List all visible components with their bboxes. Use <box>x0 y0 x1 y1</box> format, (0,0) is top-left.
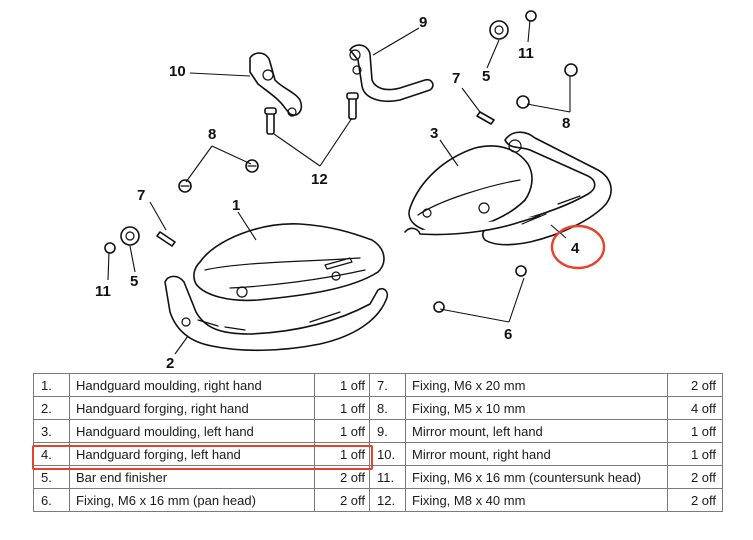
callout-8-right: 8 <box>562 115 570 132</box>
callout-10: 10 <box>169 63 186 80</box>
part-description: Mirror mount, right hand <box>405 442 668 466</box>
part-description: Fixing, M8 x 40 mm <box>405 488 668 512</box>
exploded-parts-diagram: 1 2 3 4 5 5 6 7 7 8 8 9 10 11 11 12 <box>95 10 612 372</box>
part-number: 8. <box>369 396 406 420</box>
mirror-mount-right <box>249 52 303 117</box>
part-quantity: 1 off <box>314 419 370 443</box>
part-quantity: 2 off <box>667 488 723 512</box>
part-quantity: 1 off <box>667 442 723 466</box>
part-description: Fixing, M6 x 16 mm (pan head) <box>69 488 315 512</box>
callout-11-left: 11 <box>95 283 111 300</box>
callout-3: 3 <box>430 125 438 142</box>
bar-end-finisher-b <box>489 20 509 40</box>
part-number: 6. <box>33 488 70 512</box>
part-description: Handguard moulding, left hand <box>69 419 315 443</box>
part-quantity: 1 off <box>314 396 370 420</box>
table-row: 6. Fixing, M6 x 16 mm (pan head) 2 off 1… <box>33 488 723 512</box>
part-quantity: 4 off <box>667 396 723 420</box>
part-description: Fixing, M5 x 10 mm <box>405 396 668 420</box>
table-row: 1. Handguard moulding, right hand 1 off … <box>33 373 723 397</box>
part-number: 9. <box>369 419 406 443</box>
callout-12: 12 <box>311 171 328 188</box>
leader-lines <box>107 19 571 355</box>
parts-list-table: 1. Handguard moulding, right hand 1 off … <box>33 373 723 512</box>
bar-end-finisher-a <box>120 226 140 246</box>
part-description: Handguard forging, right hand <box>69 396 315 420</box>
part-quantity: 1 off <box>667 419 723 443</box>
handguard-forging-right <box>164 275 389 352</box>
part-quantity: 2 off <box>667 465 723 489</box>
callout-9: 9 <box>419 14 427 31</box>
fixing-m6x16-cs-a <box>104 242 116 254</box>
part-quantity: 2 off <box>314 488 370 512</box>
callout-2: 2 <box>166 355 174 372</box>
fixing-m8x40-b <box>346 92 359 120</box>
part-description: Handguard moulding, right hand <box>69 373 315 397</box>
callout-11-right: 11 <box>518 45 534 62</box>
fixing-m6x16-pan-b <box>433 301 445 313</box>
callout-1: 1 <box>232 197 240 214</box>
fixing-m5x10-a <box>178 179 192 193</box>
part-number: 12. <box>369 488 406 512</box>
fixing-m5x10-c <box>564 63 578 77</box>
fixing-m5x10-b <box>245 159 259 173</box>
callout-4: 4 <box>571 240 580 257</box>
part-number: 7. <box>369 373 406 397</box>
highlight-row-box <box>32 445 373 470</box>
mirror-mount-left <box>349 44 434 102</box>
fixing-m6x20-a <box>156 231 176 247</box>
handguard-forging-left <box>404 131 612 246</box>
part-description: Fixing, M6 x 20 mm <box>405 373 668 397</box>
table-row: 3. Handguard moulding, left hand 1 off 9… <box>33 419 723 443</box>
callout-7-left: 7 <box>137 187 145 204</box>
handguard-moulding-right <box>193 223 385 302</box>
callout-8-left: 8 <box>208 126 216 143</box>
part-quantity: 2 off <box>667 373 723 397</box>
part-number: 10. <box>369 442 406 466</box>
part-description: Mirror mount, left hand <box>405 419 668 443</box>
handguard-moulding-left <box>408 145 533 233</box>
callout-6: 6 <box>504 326 512 343</box>
part-number: 3. <box>33 419 70 443</box>
highlight-circle <box>550 224 606 270</box>
callout-7-right: 7 <box>452 70 460 87</box>
part-number: 2. <box>33 396 70 420</box>
fixing-m5x10-d <box>516 95 530 109</box>
fixing-m6x20-b <box>476 111 495 125</box>
callout-5-left: 5 <box>130 273 138 290</box>
fixing-m6x16-cs-b <box>525 10 537 22</box>
fixing-m8x40-a <box>264 107 277 135</box>
callout-5-right: 5 <box>482 68 490 85</box>
part-number: 11. <box>369 465 406 489</box>
fixing-m6x16-pan-a <box>515 265 527 277</box>
part-description: Fixing, M6 x 16 mm (countersunk head) <box>405 465 668 489</box>
part-quantity: 1 off <box>314 373 370 397</box>
table-row: 2. Handguard forging, right hand 1 off 8… <box>33 396 723 420</box>
part-number: 1. <box>33 373 70 397</box>
